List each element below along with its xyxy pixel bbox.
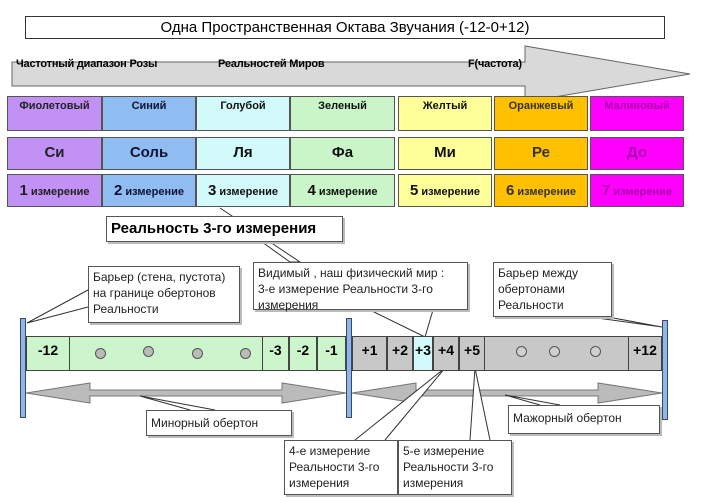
color-cell: Зеленый xyxy=(290,96,395,131)
callout-line: 3-е измерение Реальности 3-го xyxy=(258,282,433,296)
callout-fourth-dimension: 4-е измерение Реальности 3-го измерения xyxy=(284,440,398,495)
dimension-word: измерение xyxy=(30,186,90,198)
callout-minor-overtone: Минорный обертон xyxy=(146,410,292,436)
arrow-label-worlds: Реальностей Миров xyxy=(218,58,325,70)
ellipsis-dot xyxy=(590,346,601,357)
callout-fifth-dimension: 5-е измерение Реальности 3-го измерения xyxy=(398,440,512,495)
dimension-number: 6 xyxy=(506,182,515,199)
callout-barrier-left: Барьер (стена, пустота) на границе оберт… xyxy=(88,266,240,323)
dimension-number: 3 xyxy=(208,182,217,199)
scale-cell-current: +3 xyxy=(413,336,433,371)
dimension-cell: 7 измерение xyxy=(590,174,684,207)
note-cell: Фа xyxy=(290,137,395,170)
dimension-word: измерение xyxy=(125,186,184,198)
callout-line: 4-е измерение xyxy=(289,444,371,458)
note-cell: Соль xyxy=(102,137,196,170)
dimension-cell: 5 измерение xyxy=(398,174,492,207)
callout-line: Барьер между xyxy=(498,266,578,280)
dimension-word: измерение xyxy=(318,186,378,198)
major-double-arrow xyxy=(351,382,663,404)
barrier-post-left xyxy=(20,318,26,418)
scale-cell: +2 xyxy=(387,336,413,371)
callout-barrier-right: Барьер между обертонами Реальности xyxy=(493,262,612,317)
callout-line: на границе обертонов xyxy=(93,286,216,300)
dimension-word: измерение xyxy=(219,186,278,198)
page-title: Одна Пространственная Октава Звучания (-… xyxy=(25,16,665,39)
reality-label: Реальность 3-го измерения xyxy=(106,216,343,242)
callout-line: Реальности 3-го xyxy=(403,460,494,474)
scale-cell: -12 xyxy=(26,336,70,371)
frequency-arrow xyxy=(11,45,691,103)
dimension-cell: 4 измерение xyxy=(290,174,395,207)
scale-cell: +1 xyxy=(352,336,387,371)
callout-line: измерения xyxy=(258,298,319,312)
color-cell: Оранжевый xyxy=(494,96,588,131)
dimension-number: 4 xyxy=(307,182,316,199)
color-cell: Желтый xyxy=(398,96,492,131)
ellipsis-dot xyxy=(192,348,203,359)
dimension-number: 2 xyxy=(114,182,123,199)
dimension-word: измерение xyxy=(517,186,576,198)
callout-line: Реальности 3-го xyxy=(289,460,380,474)
color-cell: Малиновый xyxy=(590,96,684,131)
note-cell: Ре xyxy=(494,137,588,170)
callout-line: обертонами xyxy=(498,282,565,296)
dimension-cell: 1 измерение xyxy=(7,174,102,207)
scale-cell: -3 xyxy=(262,336,289,371)
ellipsis-dot xyxy=(95,348,106,359)
barrier-post-right xyxy=(662,320,668,420)
dimension-number: 5 xyxy=(410,182,419,199)
color-cell: Голубой xyxy=(196,96,290,131)
ellipsis-dot xyxy=(240,348,251,359)
color-cell: Синий xyxy=(102,96,196,131)
note-cell: Си xyxy=(7,137,102,170)
scale-cell: +12 xyxy=(628,336,662,371)
dimension-number: 7 xyxy=(602,182,611,199)
scale-cell: +4 xyxy=(433,336,459,371)
scale-cell: -1 xyxy=(317,336,346,371)
minor-double-arrow xyxy=(25,382,347,404)
dimension-word: измерение xyxy=(613,186,672,198)
callout-line: измерения xyxy=(403,476,464,490)
ellipsis-dot xyxy=(549,346,560,357)
scale-cell: -2 xyxy=(289,336,317,371)
dimension-number: 1 xyxy=(19,182,28,199)
ellipsis-dot xyxy=(143,346,154,357)
scale-cell: +5 xyxy=(459,336,485,371)
callout-line: Реальности xyxy=(93,302,159,316)
dimension-cell: 3 измерение xyxy=(196,174,290,207)
callout-line: измерения xyxy=(289,476,350,490)
callout-line: Барьер (стена, пустота) xyxy=(93,270,226,284)
note-cell: До xyxy=(590,137,684,170)
callout-major-overtone: Мажорный обертон xyxy=(508,405,660,434)
arrow-label-frequency: F(частота) xyxy=(468,58,522,70)
color-cell: Фиолетовый xyxy=(7,96,102,131)
callout-visible-world: Видимый , наш физический мир : 3-е измер… xyxy=(253,262,468,312)
dimension-cell: 2 измерение xyxy=(102,174,196,207)
note-cell: Ля xyxy=(196,137,290,170)
ellipsis-dot xyxy=(516,346,527,357)
callout-line: Видимый , наш физический мир : xyxy=(258,266,445,280)
dimension-cell: 6 измерение xyxy=(494,174,588,207)
callout-line: 5-е измерение xyxy=(403,444,485,458)
callout-line: Реальности xyxy=(498,298,564,312)
note-cell: Ми xyxy=(398,137,492,170)
barrier-post-center xyxy=(346,318,352,418)
arrow-label-range: Частотный диапазон Розы xyxy=(16,58,158,70)
dimension-word: измерение xyxy=(421,186,480,198)
